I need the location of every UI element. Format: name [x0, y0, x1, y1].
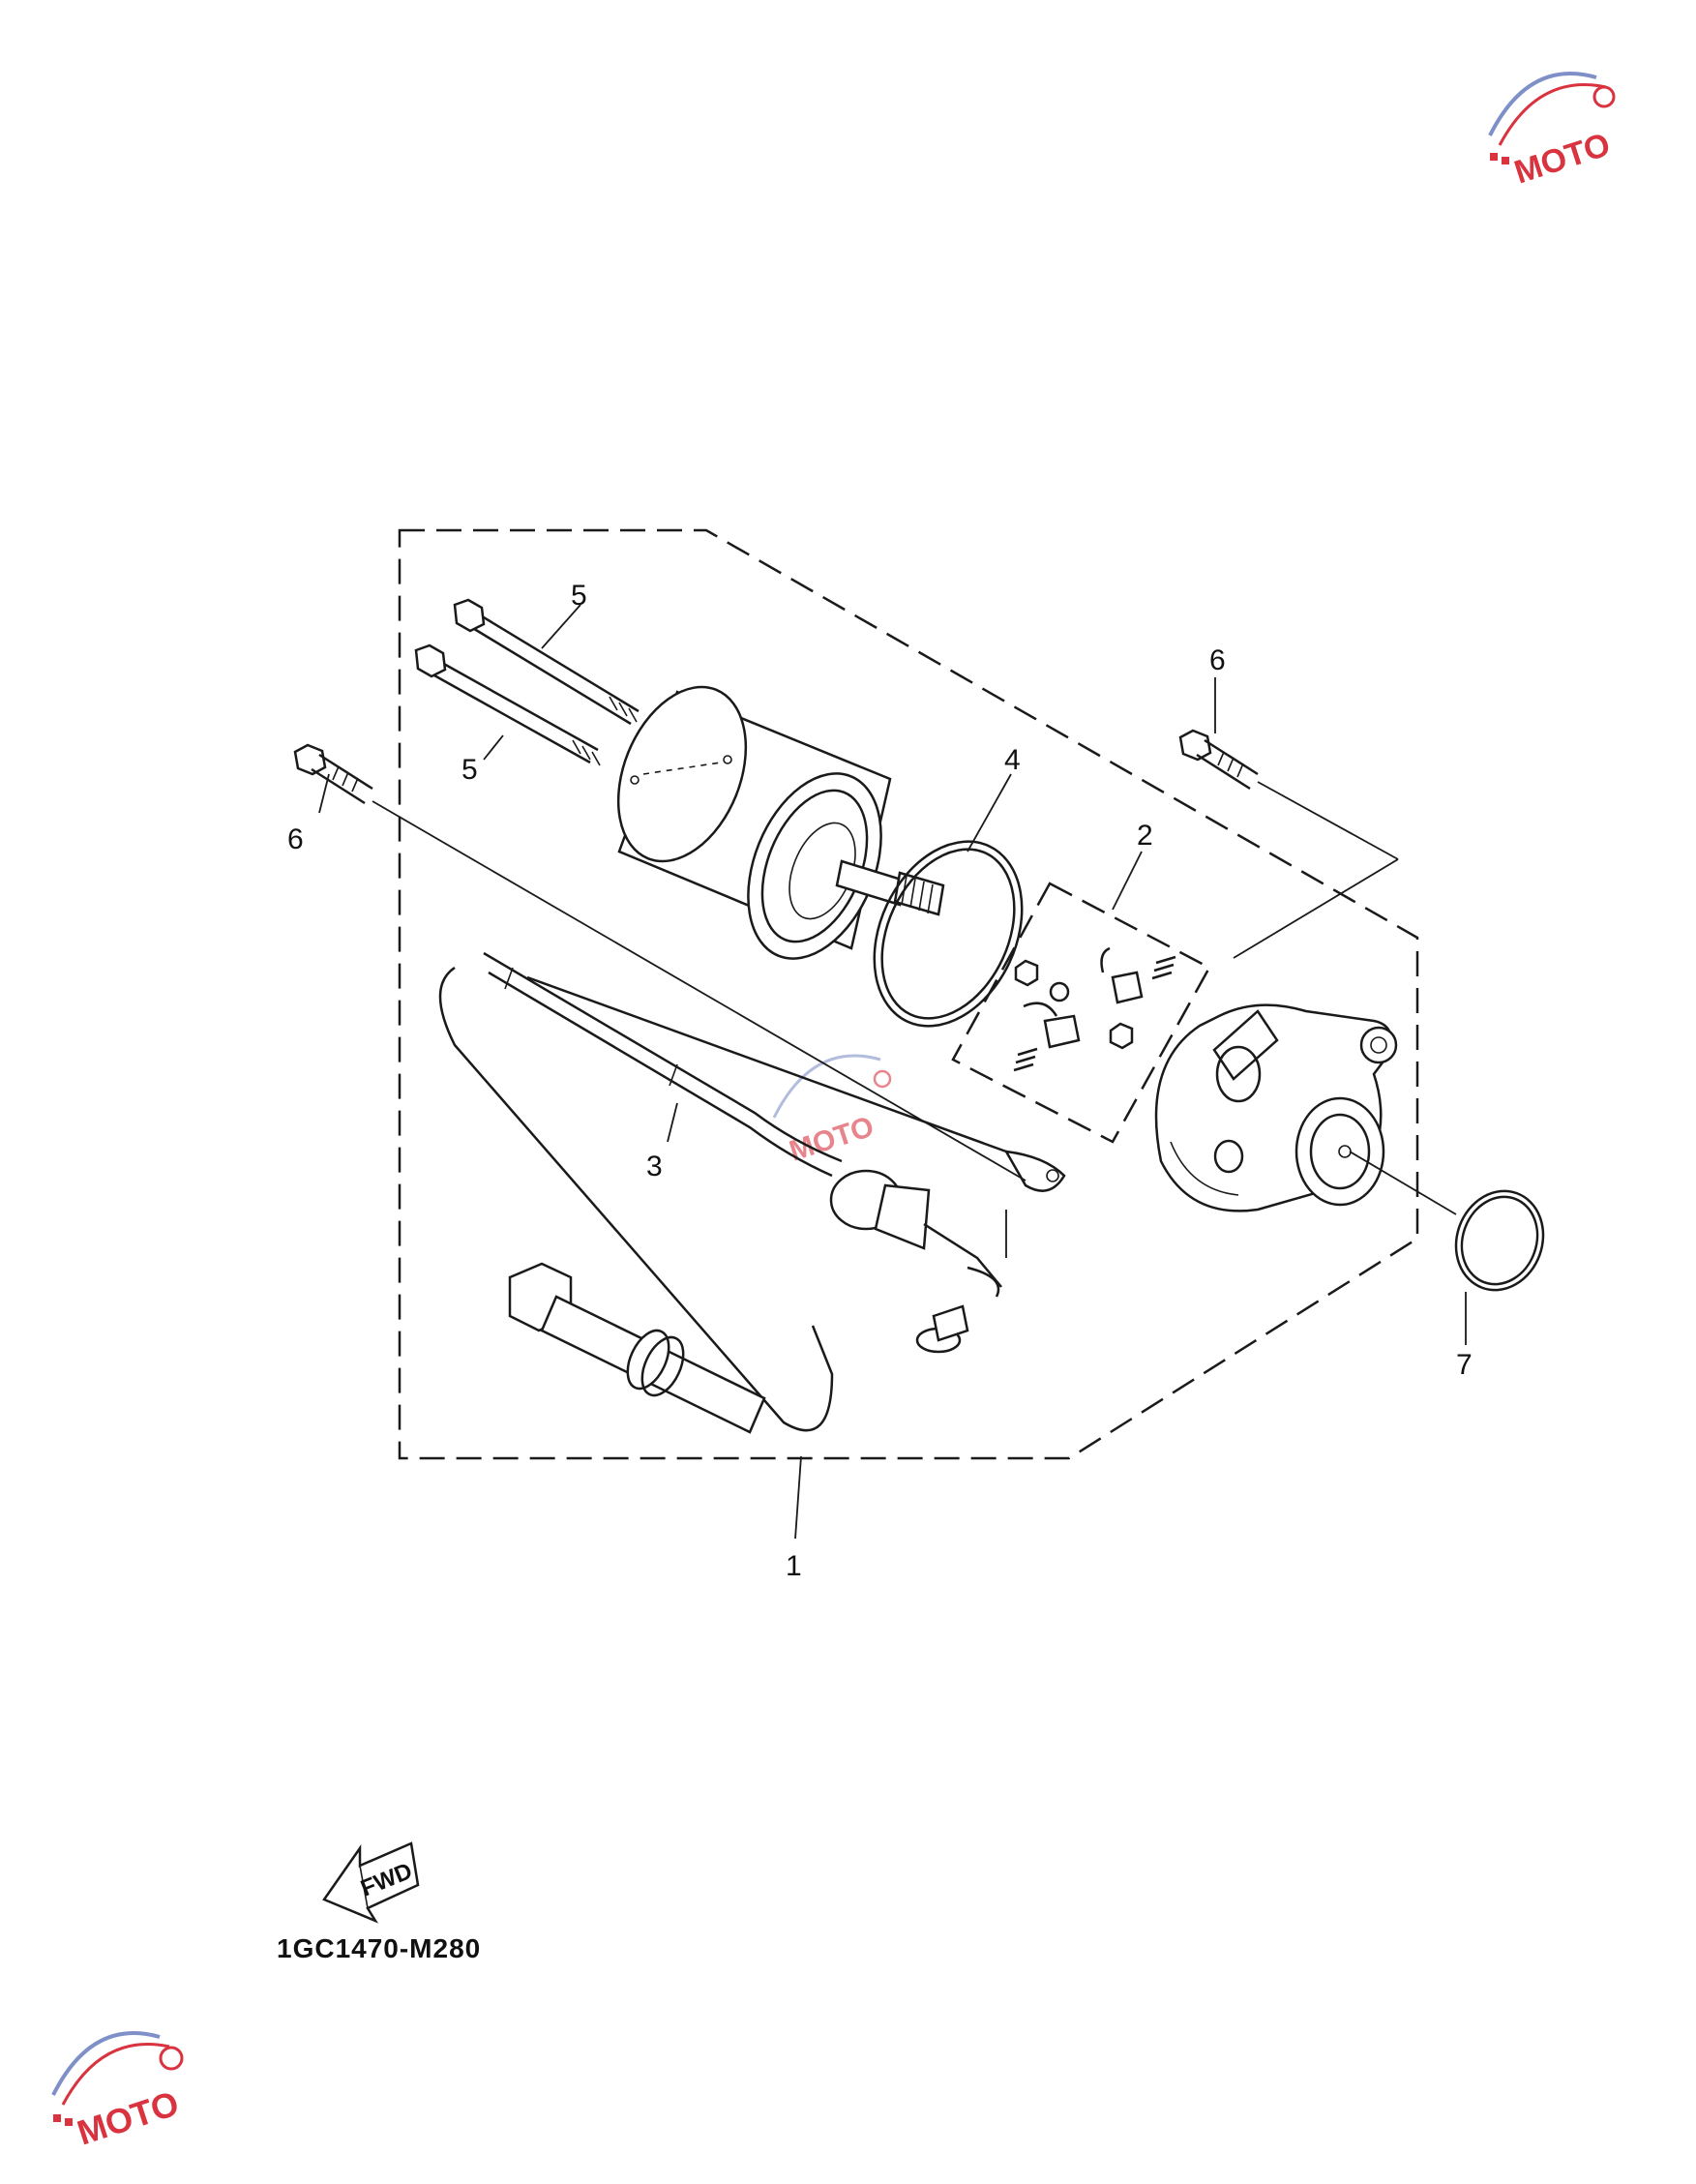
- callout-1: 1: [786, 1550, 802, 1582]
- callout-3: 3: [646, 1151, 663, 1182]
- through-bolt-upper: [453, 598, 640, 726]
- fwd-arrow-icon: FWD: [322, 1841, 420, 1924]
- o-ring-4: [873, 840, 1024, 1028]
- callout-2: 2: [1137, 820, 1153, 852]
- callout-7: 7: [1456, 1349, 1473, 1381]
- o-ring-7: [1454, 1189, 1545, 1292]
- mounting-bolt-left: [293, 743, 373, 805]
- callout-6-left: 6: [287, 823, 304, 855]
- front-cover: [1154, 1003, 1398, 1212]
- brush-kit: [1013, 946, 1176, 1072]
- callout-4: 4: [1004, 744, 1021, 776]
- callout-5-upper: 5: [571, 580, 587, 612]
- mounting-bolt-right: [1178, 729, 1259, 791]
- callout-6-right: 6: [1209, 644, 1226, 676]
- terminal-screw: [915, 1304, 969, 1354]
- starter-cable: [483, 951, 1066, 1298]
- watermark-logo-top: MOTO: [1488, 72, 1616, 192]
- starter-yoke: [616, 685, 945, 960]
- lower-shaft: [508, 1262, 766, 1434]
- watermark-logo-bottom: MOTO: [51, 2031, 184, 2153]
- callout-5-lower: 5: [461, 754, 478, 786]
- assembly-boundary: [398, 528, 1419, 1460]
- svg-text:MOTO: MOTO: [1510, 126, 1615, 191]
- brush-kit-boundary: [951, 882, 1211, 1144]
- cable-routing-outline: [438, 966, 834, 1432]
- through-bolt-lower: [414, 643, 601, 766]
- diagram-code: 1GC1470-M280: [277, 1933, 482, 1963]
- svg-text:MOTO: MOTO: [73, 2082, 184, 2152]
